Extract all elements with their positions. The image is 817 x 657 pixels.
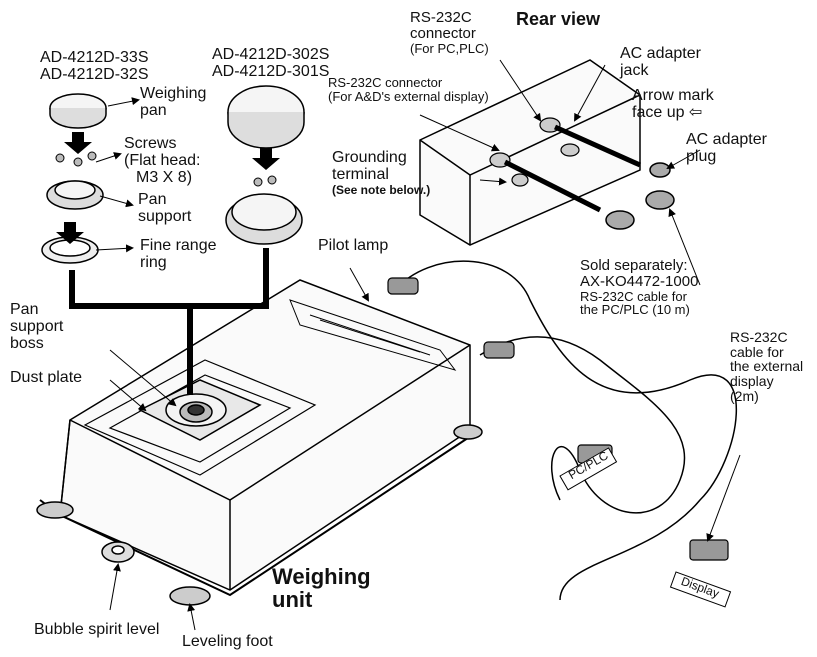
cable-tags: [559, 447, 732, 608]
model-label-left: AD-4212D-33S AD-4212D-32S: [40, 49, 149, 84]
disp-cable-line3: the external: [730, 358, 804, 375]
ground-line1: Grounding: [332, 149, 407, 166]
model-301s: AD-4212D-301S: [212, 62, 330, 80]
arrow-mark-line1: Arrow mark: [632, 87, 714, 104]
dust-plate-label: Dust plate: [10, 369, 83, 386]
rear-connectors: [489, 117, 580, 187]
leader-lines: [95, 59, 741, 631]
pan-support-label: Pan support: [138, 191, 192, 226]
rear-view-title: Rear view: [516, 9, 601, 29]
weighing-unit-line1: Weighing: [272, 564, 371, 589]
rear-cables: [503, 124, 642, 213]
weighing-unit-label: Weighing unit: [272, 565, 371, 611]
boss-line2: support: [10, 317, 64, 335]
display-cable-label: RS-232C cable for the external display (…: [730, 330, 803, 403]
rs232c-display-line2: (For A&D's external display): [328, 88, 489, 104]
sold-line3: RS-232C cable for: [580, 288, 687, 304]
arrow-mark-line2: face up ⇦: [632, 103, 703, 121]
pan-support-boss-label: Pan support boss: [10, 301, 64, 352]
screws-line1: Screws: [124, 135, 177, 152]
rs232c-pc-line3: (For PC,PLC): [410, 40, 489, 56]
leveling-foot-label: Leveling foot: [182, 633, 273, 650]
bubble-spirit-level-label: Bubble spirit level: [34, 621, 160, 638]
pan-support-right: [225, 193, 303, 245]
disp-cable-line2: cable for: [730, 343, 784, 360]
sold-line4: the PC/PLC (10 m): [580, 302, 690, 318]
fine-range-line1: Fine range: [140, 237, 217, 254]
rear-view-panel: [419, 59, 641, 246]
sold-separately-label: Sold separately: AX-KO4472-1000 RS-232C …: [580, 258, 698, 317]
ground-line2: terminal: [332, 165, 389, 183]
rs232c-pc-label: RS-232C connector (For PC,PLC): [410, 10, 489, 55]
label-plate: [289, 299, 457, 371]
screws-right: [253, 175, 277, 187]
screws-line2: (Flat head:: [124, 151, 201, 169]
model-32s: AD-4212D-32S: [40, 65, 149, 83]
model-302s: AD-4212D-302S: [212, 46, 330, 63]
weighing-pan-small: [49, 93, 107, 129]
sold-line2: AX-KO4472-1000: [580, 272, 699, 290]
ground-line3: (See note below.): [332, 182, 431, 197]
boss-line1: Pan: [10, 301, 39, 318]
model-label-right: AD-4212D-302S AD-4212D-301S: [212, 46, 330, 81]
pan-support-left: [46, 180, 104, 210]
leveling-feet: [36, 424, 483, 606]
rs232c-display-line1: RS-232C connector: [328, 75, 443, 90]
fine-range-ring-label: Fine range ring: [140, 237, 217, 272]
ac-jack-line1: AC adapter: [620, 45, 701, 62]
sold-line1: Sold separately:: [580, 257, 688, 274]
grounding-terminal-label: Grounding terminal (See note below.): [332, 149, 431, 197]
ac-plug-line2: plug: [686, 147, 717, 165]
rear-plugs: [605, 162, 675, 230]
ac-adapter-jack-label: AC adapter jack: [620, 45, 701, 80]
fine-range-line2: ring: [140, 253, 167, 271]
ac-adapter-plug-label: AC adapter plug: [686, 131, 767, 166]
rs232c-pc-line1: RS-232C: [410, 9, 472, 26]
arrow-mark-label: Arrow mark face up ⇦: [632, 87, 714, 122]
screws-label: Screws (Flat head: M3 X 8): [124, 135, 201, 186]
model-33s: AD-4212D-33S: [40, 49, 149, 66]
ac-plug-line1: AC adapter: [686, 131, 767, 148]
bubble-spirit-level: [101, 541, 135, 563]
boss-line3: boss: [10, 334, 44, 352]
screws-line3: M3 X 8): [136, 168, 193, 186]
rs232c-display-label: RS-232C connector (For A&D's external di…: [328, 76, 489, 103]
weighing-pan-line1: Weighing: [140, 85, 207, 102]
weighing-pan-line2: pan: [140, 101, 167, 119]
cables: [394, 260, 737, 601]
pan-support-line1: Pan: [138, 191, 167, 208]
pan-support-line2: support: [138, 207, 192, 225]
pilot-lamp-label: Pilot lamp: [318, 237, 389, 254]
weighing-unit-line2: unit: [272, 587, 313, 613]
disp-cable-line4: display: [730, 373, 774, 390]
screws-left: [55, 151, 97, 167]
assembly-bracket: [69, 248, 269, 395]
assembly-arrows: [56, 132, 280, 244]
ac-jack-line2: jack: [620, 61, 649, 79]
weighing-pan-large: [227, 85, 305, 149]
pan-support-boss: [179, 401, 213, 423]
disp-cable-line1: RS-232C: [730, 329, 788, 345]
weighing-pan-label: Weighing pan: [140, 85, 207, 120]
disp-cable-line5: (2m): [730, 387, 759, 404]
rs232c-pc-line2: connector: [410, 24, 476, 42]
